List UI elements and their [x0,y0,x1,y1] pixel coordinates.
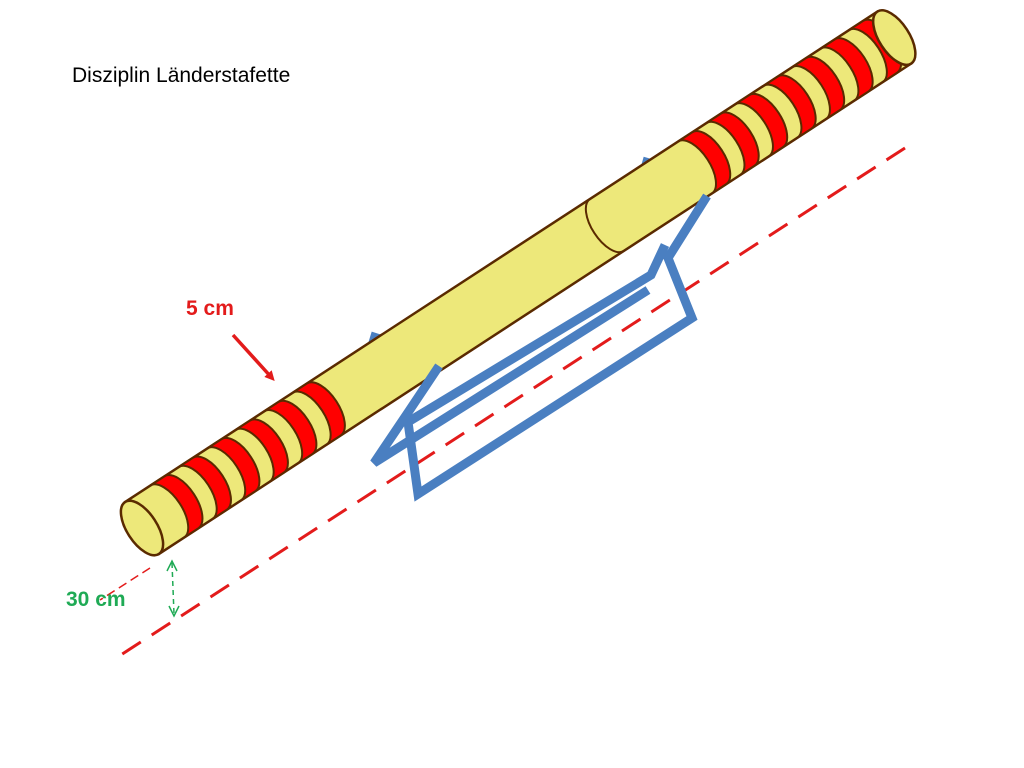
baton-stripe [263,399,318,465]
baton-stripe [791,55,846,121]
baton-stripe [677,130,732,195]
baton-stripe [235,418,289,483]
baton-left-end [119,499,165,557]
baton-stripe [734,92,789,158]
hurdle-front [370,193,711,502]
baton-stripe [292,381,346,446]
baton-right-end [871,9,917,67]
baton-stripe [819,37,874,102]
baton-stripe [762,74,817,139]
baton-stripe [149,474,204,539]
baton-stripe [705,111,760,176]
baton-stripe [206,436,261,502]
baton-stripe [178,455,232,520]
distance-label: 30 cm [66,588,126,611]
stripe-pointer-arrow [231,333,275,381]
stripe-width-label: 5 cm [186,297,234,320]
distance-dimension [166,559,180,618]
baton [119,9,917,557]
reference-lines [99,146,906,662]
hurdle-frame [403,193,711,502]
section-seam [584,198,625,254]
ground-line [112,146,906,662]
hurdle-base [370,286,651,467]
diagram-title: Disziplin Länderstafette [72,64,291,87]
extension-line [99,567,151,601]
